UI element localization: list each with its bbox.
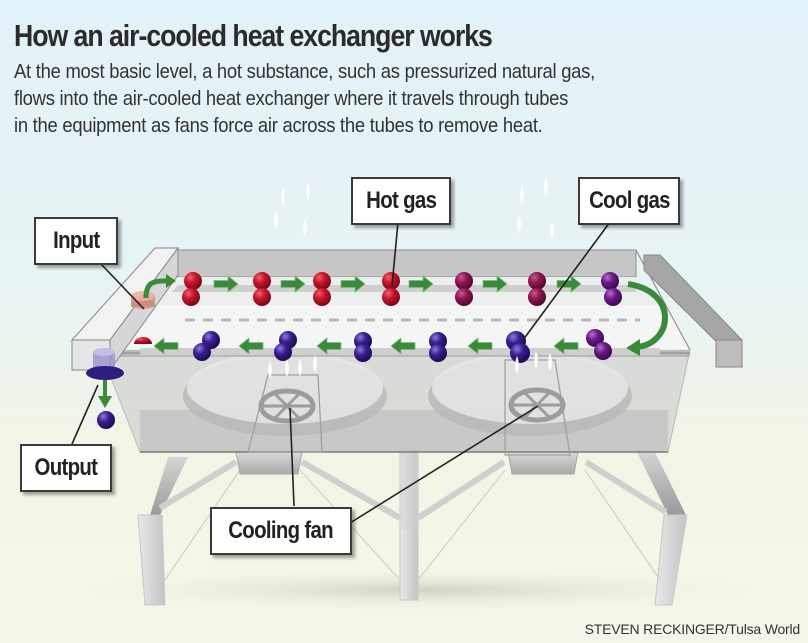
description-line: in the equipment as fans force air acros…: [14, 114, 543, 137]
callout-cooling-fan: Cooling fan: [210, 507, 352, 555]
credit-line: STEVEN RECKINGER/Tulsa World: [584, 621, 801, 637]
callout-output: Output: [20, 444, 112, 492]
header: How an air-cooled heat exchanger works A…: [14, 18, 804, 139]
callout-cooling-fan-label: Cooling fan: [228, 517, 334, 544]
leader-lines: [71, 221, 611, 524]
callout-input-label: Input: [52, 227, 100, 254]
callout-cool-gas: Cool gas: [578, 177, 680, 225]
page-title: How an air-cooled heat exchanger works: [14, 18, 493, 53]
callout-cool-gas-label: Cool gas: [588, 187, 670, 214]
callout-input: Input: [34, 217, 118, 265]
description-line: At the most basic level, a hot substance…: [14, 60, 595, 83]
description: At the most basic level, a hot substance…: [14, 58, 725, 139]
hot-gas-particles: [182, 272, 622, 306]
description-line: flows into the air-cooled heat exchanger…: [14, 87, 569, 110]
callout-hot-gas: Hot gas: [351, 177, 451, 225]
ground-shadow: [60, 568, 780, 612]
fan-plenum: [99, 349, 691, 456]
flow-arrows: [143, 274, 668, 356]
cool-gas-particles: [134, 329, 612, 363]
callout-hot-gas-label: Hot gas: [365, 187, 437, 214]
callout-output-label: Output: [34, 454, 98, 481]
output-nozzle: [86, 348, 124, 429]
support-legs: [137, 449, 688, 606]
input-nozzle: [131, 291, 155, 309]
tube-bundle-frame: [70, 246, 743, 372]
